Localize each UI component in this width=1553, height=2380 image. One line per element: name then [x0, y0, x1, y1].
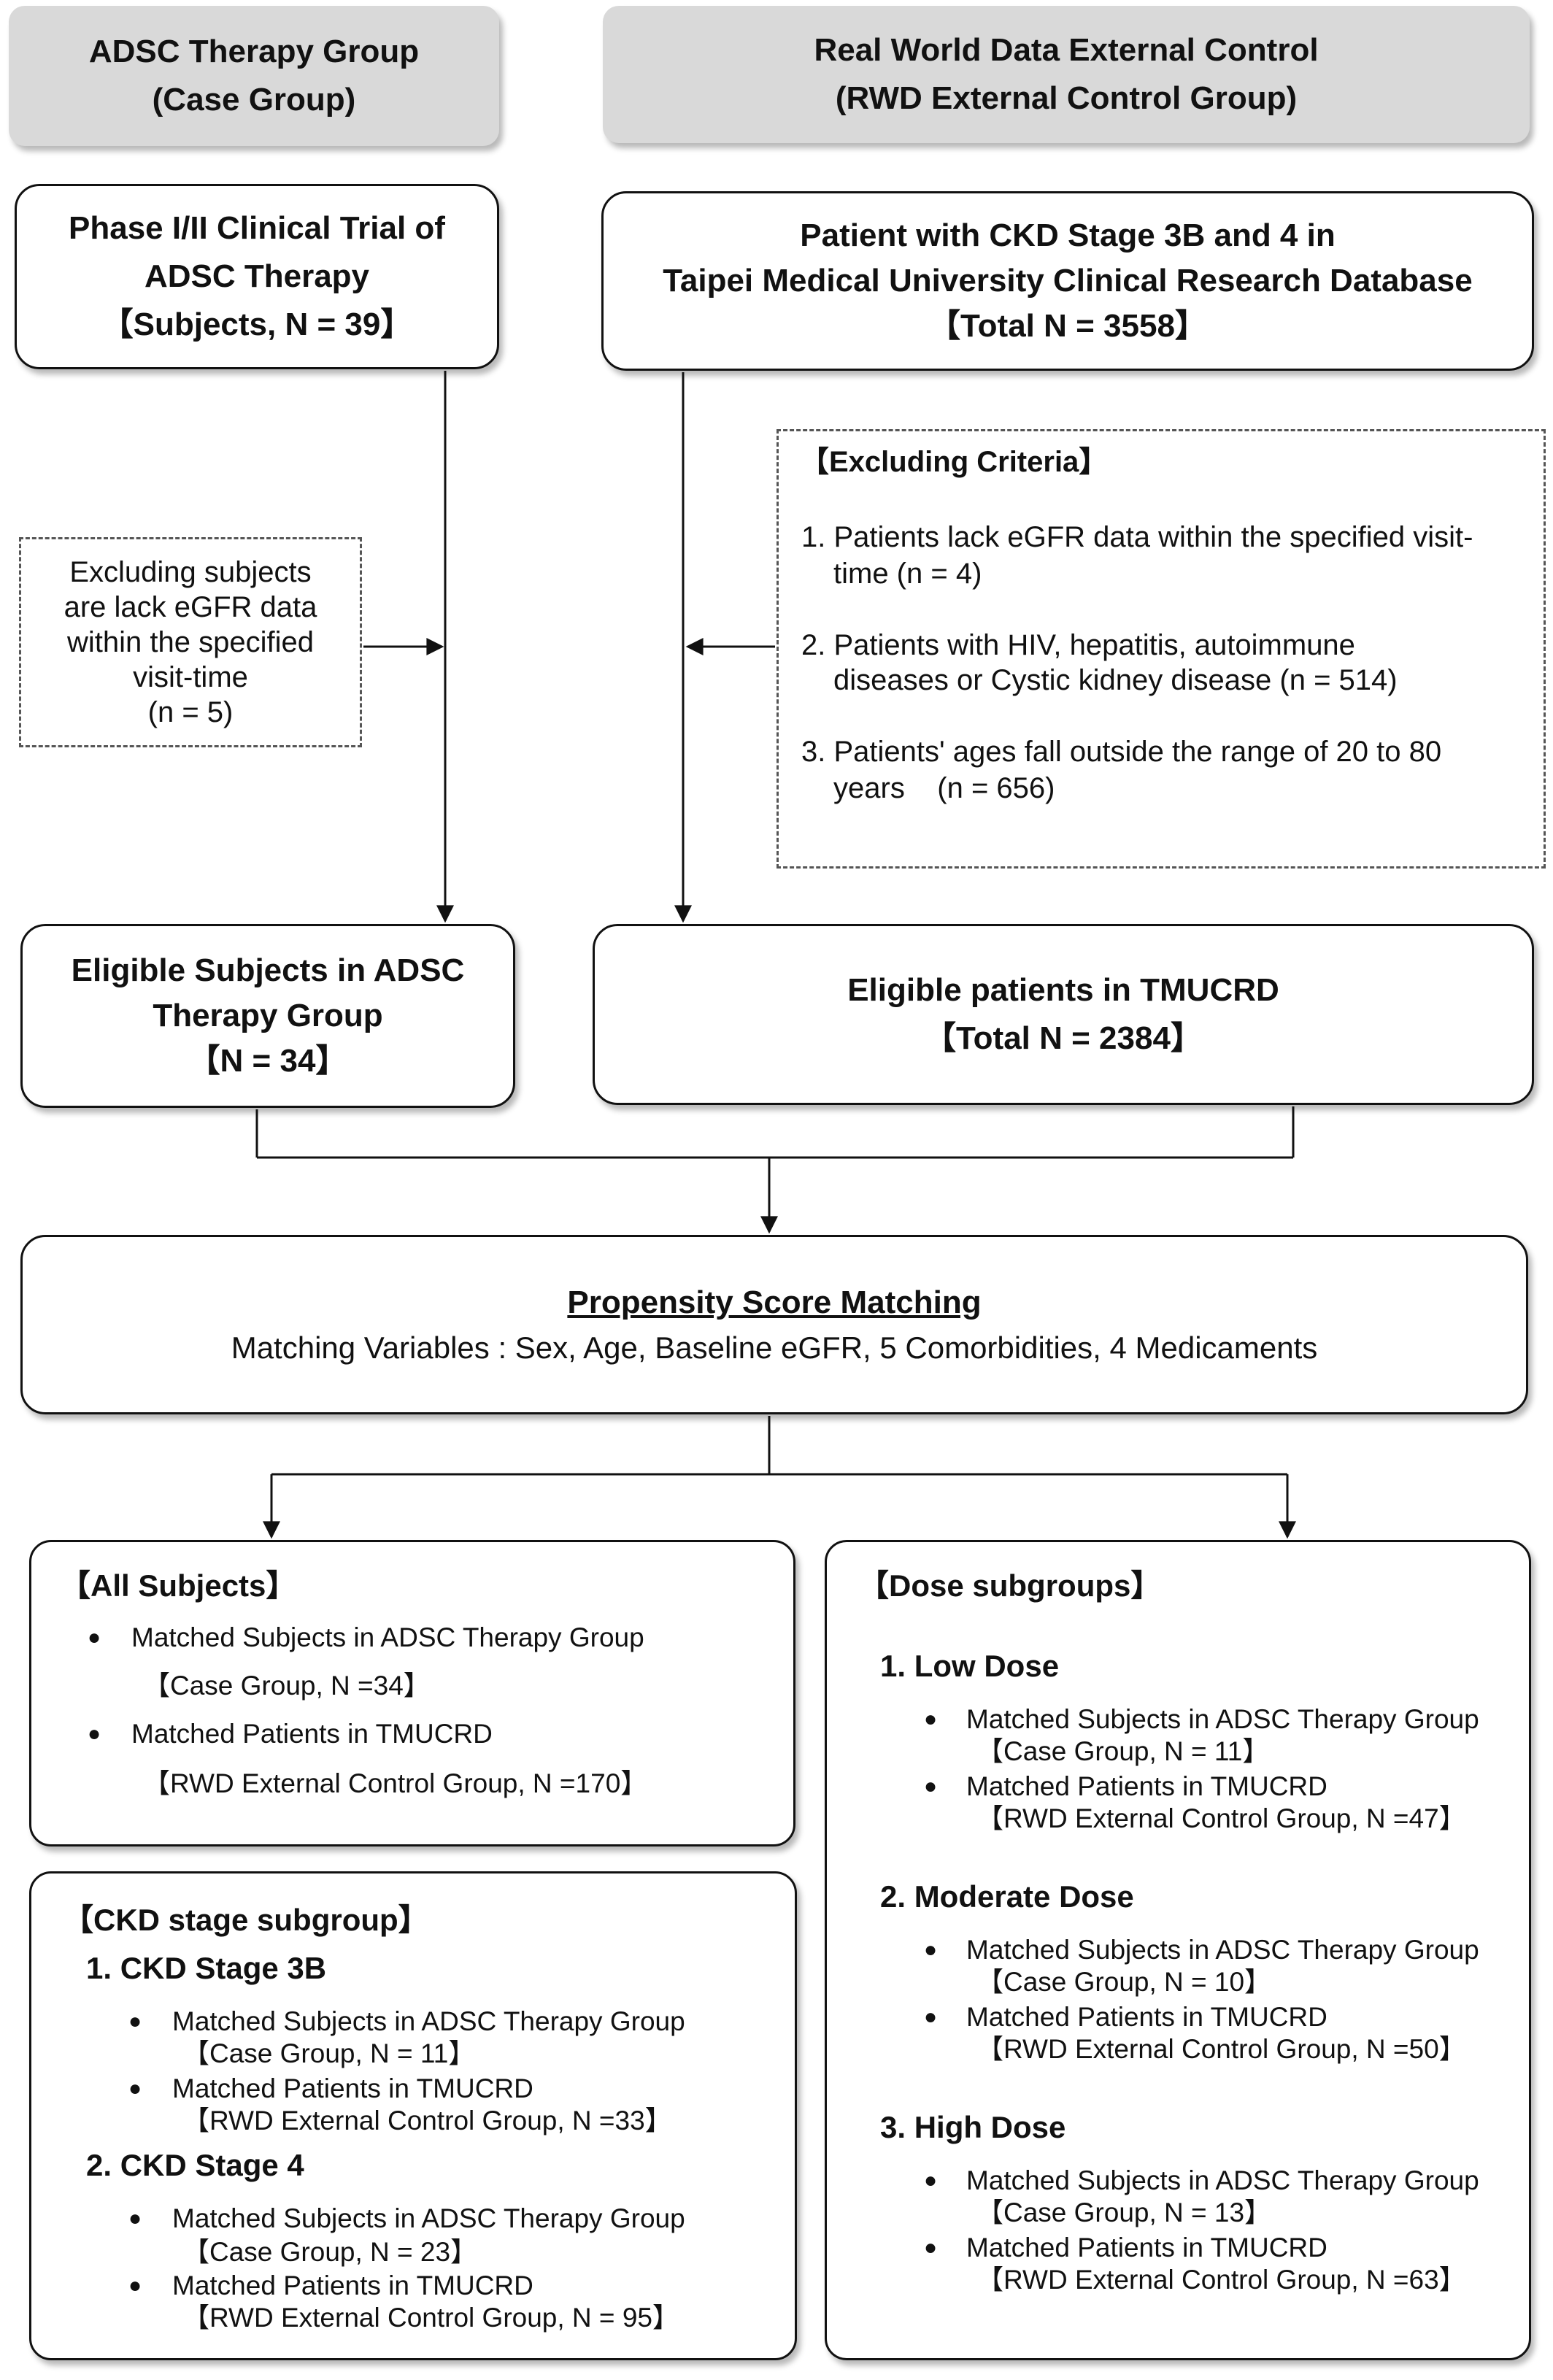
high-dose-case-label: Matched Subjects in ADSC Therapy Group [966, 2165, 1479, 2195]
all-subjects-box [29, 1540, 795, 1846]
control-exclusion-box [776, 429, 1546, 869]
eligible-control-line-1: Eligible patients in TMUCRD [847, 972, 1279, 1008]
bullet-icon: ● [128, 2206, 142, 2230]
research-database-line-1: Patient with CKD Stage 3B and 4 in [800, 217, 1336, 253]
eligible-control-box: Eligible patients in TMUCRD 【Total N = 2… [593, 924, 1534, 1105]
ckd-4-case-label: Matched Subjects in ADSC Therapy Group [172, 2203, 685, 2233]
case-exclusion-line-5: (n = 5) [147, 696, 234, 728]
bullet-icon: ● [128, 2076, 142, 2100]
research-database-count: 【Total N = 3558】 [928, 308, 1207, 344]
low-dose-heading: 1. Low Dose [880, 1649, 1060, 1683]
case-exclusion-line-3: within the specified [67, 626, 314, 658]
bullet-icon: ● [924, 2168, 938, 2192]
control-exclusion-criterion-2: 2. Patients with HIV, hepatitis, autoimm… [801, 629, 1355, 661]
eligible-case-box: Eligible Subjects in ADSC Therapy Group … [20, 924, 515, 1108]
ckd-3b-control-count: 【RWD External Control Group, N =33】 [182, 2106, 672, 2136]
low-dose-case-label: Matched Subjects in ADSC Therapy Group [966, 1704, 1479, 1734]
ckd-3b-case-label: Matched Subjects in ADSC Therapy Group [172, 2006, 685, 2036]
control-group-header-line-1: Real World Data External Control [814, 32, 1319, 68]
ckd-4-control-count: 【RWD External Control Group, N = 95】 [182, 2303, 679, 2333]
bullet-icon: ● [128, 2009, 142, 2033]
control-exclusion-criterion-1: 1. Patients lack eGFR data within the sp… [801, 521, 1473, 553]
bullet-icon: ● [924, 2005, 938, 2029]
clinical-trial-line-1: Phase I/II Clinical Trial of [69, 210, 445, 246]
ckd-stage-4-heading: 2. CKD Stage 4 [86, 2148, 304, 2182]
control-group-header: Real World Data External Control (RWD Ex… [603, 6, 1530, 143]
moderate-dose-case-label: Matched Subjects in ADSC Therapy Group [966, 1935, 1479, 1965]
high-dose-control-label: Matched Patients in TMUCRD [966, 2233, 1327, 2262]
all-subjects-title: 【All Subjects】 [60, 1568, 297, 1603]
ckd-4-case-count: 【Case Group, N = 23】 [182, 2237, 478, 2267]
control-exclusion-criterion-3-cont: years (n = 656) [833, 772, 1055, 804]
dose-subgroups-box [825, 1540, 1531, 2360]
bullet-icon: ● [88, 1625, 101, 1649]
eligible-case-count: 【N = 34】 [188, 1043, 348, 1079]
moderate-dose-control-label: Matched Patients in TMUCRD [966, 2002, 1327, 2032]
all-subjects-control-label: Matched Patients in TMUCRD [131, 1719, 493, 1749]
bullet-icon: ● [924, 2235, 938, 2260]
bullet-icon: ● [924, 1707, 938, 1731]
all-subjects-control-count: 【RWD External Control Group, N =170】 [143, 1768, 648, 1798]
propensity-score-matching-box: Propensity Score Matching Matching Varia… [20, 1235, 1528, 1414]
bullet-icon: ● [924, 1938, 938, 1962]
ckd-subgroup-title: 【CKD stage subgroup】 [63, 1903, 429, 1937]
research-database-box: Patient with CKD Stage 3B and 4 in Taipe… [601, 191, 1534, 371]
ckd-3b-control-label: Matched Patients in TMUCRD [172, 2073, 533, 2103]
eligible-control-count: 【Total N = 2384】 [924, 1020, 1203, 1056]
moderate-dose-control-count: 【RWD External Control Group, N =50】 [976, 2034, 1466, 2064]
ckd-stage-3b-heading: 1. CKD Stage 3B [86, 1951, 327, 1985]
ckd-4-control-label: Matched Patients in TMUCRD [172, 2271, 533, 2300]
case-group-header: ADSC Therapy Group (Case Group) [9, 6, 499, 146]
bullet-icon: ● [88, 1722, 101, 1746]
low-dose-control-count: 【RWD External Control Group, N =47】 [976, 1803, 1466, 1833]
high-dose-heading: 3. High Dose [880, 2110, 1066, 2144]
psm-variables: Matching Variables : Sex, Age, Baseline … [231, 1330, 1318, 1365]
all-subjects-case-count: 【Case Group, N =34】 [143, 1671, 431, 1701]
control-group-header-line-2: (RWD External Control Group) [835, 80, 1298, 116]
ckd-subgroup-box [29, 1871, 797, 2360]
ckd-3b-case-count: 【Case Group, N = 11】 [182, 2038, 476, 2068]
clinical-trial-count: 【Subjects, N = 39】 [101, 307, 413, 342]
case-exclusion-line-1: Excluding subjects [69, 556, 312, 588]
moderate-dose-heading: 2. Moderate Dose [880, 1879, 1134, 1914]
research-database-line-2: Taipei Medical University Clinical Resea… [663, 263, 1473, 299]
case-exclusion-box: Excluding subjects are lack eGFR data wi… [19, 537, 362, 747]
clinical-trial-box: Phase I/II Clinical Trial of ADSC Therap… [15, 184, 499, 369]
control-exclusion-criterion-1-cont: time (n = 4) [833, 558, 982, 590]
clinical-trial-line-2: ADSC Therapy [144, 258, 370, 294]
control-exclusion-criterion-3: 3. Patients' ages fall outside the range… [801, 736, 1442, 768]
control-exclusion-title: 【Excluding Criteria】 [800, 446, 1109, 478]
case-exclusion-line-4: visit-time [133, 661, 248, 693]
high-dose-case-count: 【Case Group, N = 13】 [976, 2198, 1272, 2227]
dose-subgroups-title: 【Dose subgroups】 [858, 1568, 1162, 1603]
psm-title: Propensity Score Matching [567, 1285, 982, 1320]
bullet-icon: ● [924, 1774, 938, 1798]
low-dose-control-label: Matched Patients in TMUCRD [966, 1771, 1327, 1801]
low-dose-case-count: 【Case Group, N = 11】 [976, 1736, 1270, 1766]
case-group-header-line-1: ADSC Therapy Group [88, 34, 420, 69]
case-exclusion-line-2: are lack eGFR data [63, 591, 317, 623]
moderate-dose-case-count: 【Case Group, N = 10】 [976, 1967, 1272, 1997]
bullet-icon: ● [128, 2273, 142, 2298]
case-group-header-line-2: (Case Group) [152, 82, 356, 118]
high-dose-control-count: 【RWD External Control Group, N =63】 [976, 2265, 1466, 2295]
all-subjects-case-label: Matched Subjects in ADSC Therapy Group [131, 1622, 644, 1652]
eligible-case-line-1: Eligible Subjects in ADSC [71, 952, 465, 988]
control-exclusion-criterion-2-cont: diseases or Cystic kidney disease (n = 5… [833, 664, 1398, 696]
eligible-case-line-2: Therapy Group [153, 998, 383, 1033]
